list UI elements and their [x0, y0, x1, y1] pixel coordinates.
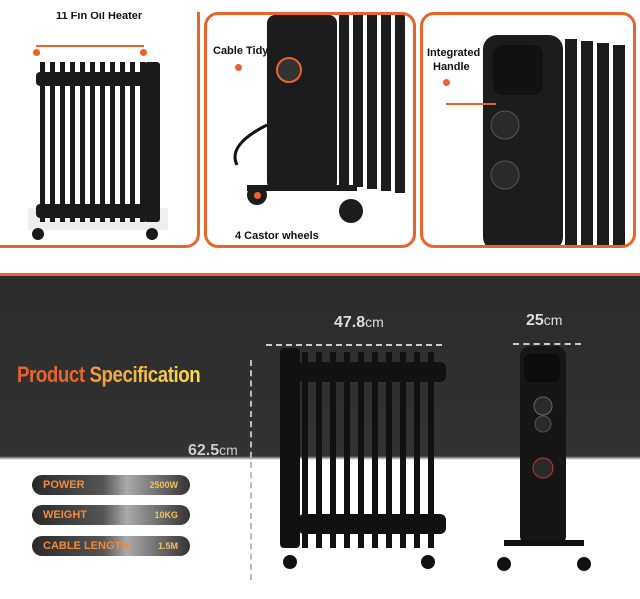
height-dimension: 62.5cm: [188, 442, 238, 459]
depth-dimension: 25cm: [526, 312, 563, 329]
panel-11-fin: 11 Fin Oil Heater: [0, 12, 200, 248]
panel-integrated-handle: Integrated Handle: [420, 12, 636, 248]
spec-title: Product Specification: [17, 362, 201, 387]
width-dimension: 47.8cm: [334, 314, 384, 331]
heater-front-image: [28, 62, 168, 240]
heater-spec-side-image: [497, 346, 591, 571]
heater-spec-front-image: [280, 348, 446, 569]
panel-cable-tidy: Cable Tidy 4 Castor wheels: [204, 12, 416, 248]
heater-control-image: [483, 35, 625, 245]
label-cable-tidy: Cable Tidy: [213, 45, 269, 57]
heater-side-image: [233, 15, 405, 223]
label-11-fin: 11 Fin Oil Heater: [56, 12, 143, 22]
label-handle-line1: Integrated: [427, 47, 481, 59]
label-handle-line2: Handle: [433, 61, 470, 73]
label-castor-wheels: 4 Castor wheels: [235, 230, 319, 242]
divider: [0, 273, 640, 277]
